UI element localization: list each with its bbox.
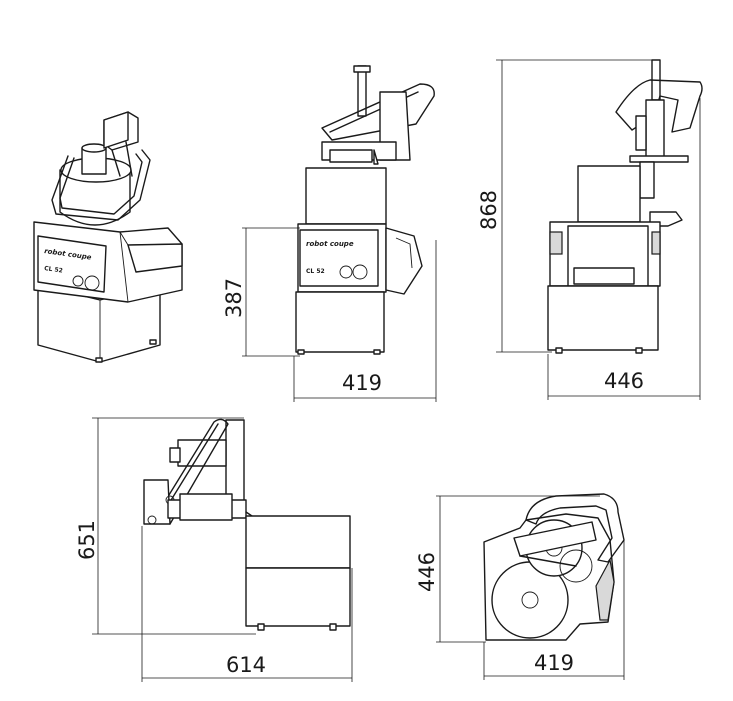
top-depth-label: 446 [415, 552, 439, 592]
front-model-label: CL 52 [306, 268, 325, 275]
side-view: 651 614 [75, 417, 353, 682]
front-height-label: 387 [222, 278, 246, 318]
top-width-label: 419 [534, 651, 574, 675]
iso-model-label: CL 52 [44, 265, 63, 275]
rear-height-label: 868 [477, 190, 501, 230]
front-switch-knob [339, 265, 353, 279]
side-height-label: 651 [75, 520, 99, 560]
front-brand-label: robot coupe [306, 240, 354, 248]
rear-view: 868 446 [477, 59, 703, 400]
side-length-label: 614 [226, 653, 266, 677]
rear-width-label: 446 [604, 369, 644, 393]
isometric-view: robot coupe CL 52 [33, 111, 183, 363]
top-view: 446 419 [415, 493, 625, 680]
side-pivot-knob [147, 515, 157, 525]
iso-switch-knob [72, 275, 84, 287]
front-width-label: 419 [342, 371, 382, 395]
front-view: robot coupe CL 52 387 419 [222, 65, 437, 402]
